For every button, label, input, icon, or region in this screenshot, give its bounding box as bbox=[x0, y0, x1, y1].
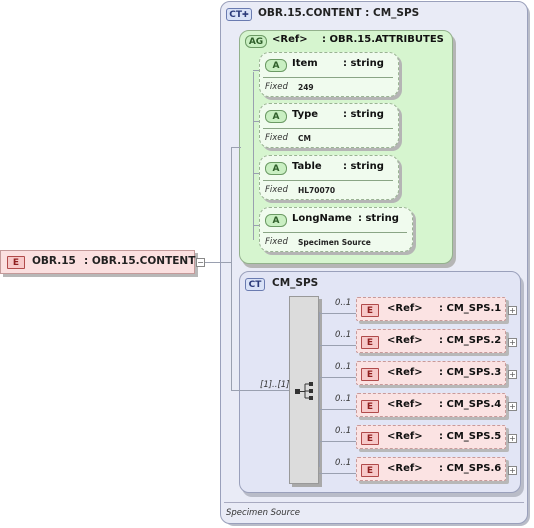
attribute-group-ref: <Ref> bbox=[272, 34, 308, 45]
attribute-divider bbox=[263, 180, 393, 181]
child-element[interactable]: E <Ref> : CM_SPS.3 bbox=[356, 361, 506, 385]
attribute-fixed-label: Fixed bbox=[265, 82, 288, 92]
documentation-text: Specimen Source bbox=[226, 508, 301, 518]
child-occurrence: 0..1 bbox=[335, 298, 352, 308]
child-element-ref: <Ref> bbox=[387, 431, 423, 442]
attribute-fixed-label: Fixed bbox=[265, 133, 288, 143]
child-connector bbox=[319, 409, 356, 410]
child-expand-toggle[interactable]: + bbox=[508, 402, 517, 411]
child-element-ref: <Ref> bbox=[387, 335, 423, 346]
child-element-type: : CM_SPS.5 bbox=[439, 431, 502, 442]
attribute-divider bbox=[263, 232, 407, 233]
attribute-box[interactable]: A Item : string Fixed 249 bbox=[259, 52, 399, 97]
attribute-badge: A bbox=[265, 59, 287, 72]
child-element[interactable]: E <Ref> : CM_SPS.4 bbox=[356, 393, 506, 417]
child-connector bbox=[319, 473, 356, 474]
child-element-badge: E bbox=[361, 368, 379, 381]
attribute-box[interactable]: A Type : string Fixed CM bbox=[259, 103, 399, 148]
attribute-fixed-value: 249 bbox=[298, 83, 314, 92]
root-element-badge: E bbox=[7, 256, 25, 269]
attribute-type: : string bbox=[343, 58, 384, 69]
child-element-ref: <Ref> bbox=[387, 463, 423, 474]
sequence-occurrence: [1]..[1] bbox=[260, 380, 290, 390]
connector-trunk bbox=[231, 147, 232, 391]
child-element-badge: E bbox=[361, 336, 379, 349]
child-connector bbox=[319, 313, 356, 314]
attribute-name: LongName bbox=[292, 213, 352, 224]
connector-to-sequence bbox=[231, 390, 289, 391]
attribute-fixed-value: HL70070 bbox=[298, 186, 336, 195]
attr-connector bbox=[253, 70, 259, 71]
child-connector bbox=[319, 345, 356, 346]
attribute-name: Item bbox=[292, 58, 318, 69]
child-element-type: : CM_SPS.6 bbox=[439, 463, 502, 474]
attribute-fixed-label: Fixed bbox=[265, 237, 288, 247]
attribute-box[interactable]: A LongName : string Fixed Specimen Sourc… bbox=[259, 207, 413, 252]
child-element-ref: <Ref> bbox=[387, 399, 423, 410]
attribute-type: : string bbox=[358, 213, 399, 224]
attribute-type: : string bbox=[343, 161, 384, 172]
inner-type-badge: CT bbox=[245, 278, 265, 291]
root-element[interactable] bbox=[0, 250, 195, 274]
child-expand-toggle[interactable]: + bbox=[508, 370, 517, 379]
child-element[interactable]: E <Ref> : CM_SPS.2 bbox=[356, 329, 506, 353]
child-element-type: : CM_SPS.2 bbox=[439, 335, 502, 346]
child-element-badge: E bbox=[361, 400, 379, 413]
child-element[interactable]: E <Ref> : CM_SPS.6 bbox=[356, 457, 506, 481]
documentation-divider bbox=[224, 502, 524, 503]
child-element-type: : CM_SPS.4 bbox=[439, 399, 502, 410]
complex-type-title: OBR.15.CONTENT : CM_SPS bbox=[258, 7, 420, 19]
attribute-badge: A bbox=[265, 214, 287, 227]
child-element-badge: E bbox=[361, 464, 379, 477]
child-occurrence: 0..1 bbox=[335, 426, 352, 436]
child-element-ref: <Ref> bbox=[387, 367, 423, 378]
attribute-box[interactable]: A Table : string Fixed HL70070 bbox=[259, 155, 399, 200]
attribute-type: : string bbox=[343, 109, 384, 120]
connector-root bbox=[205, 262, 231, 263]
attribute-group-badge: AG bbox=[245, 35, 267, 48]
attr-connector bbox=[253, 121, 259, 122]
attr-connector bbox=[253, 173, 259, 174]
child-occurrence: 0..1 bbox=[335, 394, 352, 404]
child-element-type: : CM_SPS.1 bbox=[439, 303, 502, 314]
attribute-group-type: : OBR.15.ATTRIBUTES bbox=[322, 34, 444, 45]
child-occurrence: 0..1 bbox=[335, 362, 352, 372]
child-expand-toggle[interactable]: + bbox=[508, 306, 517, 315]
child-element[interactable]: E <Ref> : CM_SPS.5 bbox=[356, 425, 506, 449]
child-occurrence: 0..1 bbox=[335, 458, 352, 468]
child-element-badge: E bbox=[361, 304, 379, 317]
child-connector bbox=[319, 441, 356, 442]
inner-type-name: CM_SPS bbox=[272, 277, 319, 289]
attribute-divider bbox=[263, 128, 393, 129]
child-occurrence: 0..1 bbox=[335, 330, 352, 340]
child-connector-trunk bbox=[319, 312, 320, 467]
child-expand-toggle[interactable]: + bbox=[508, 338, 517, 347]
attribute-fixed-value: Specimen Source bbox=[298, 238, 371, 247]
child-element[interactable]: E <Ref> : CM_SPS.1 bbox=[356, 297, 506, 321]
attribute-name: Type bbox=[292, 109, 319, 120]
attr-connector-trunk bbox=[253, 72, 254, 240]
attribute-name: Table bbox=[292, 161, 322, 172]
child-connector bbox=[319, 377, 356, 378]
connector-to-attrgroup bbox=[231, 147, 241, 148]
root-collapse-toggle[interactable]: − bbox=[196, 258, 205, 267]
child-element-ref: <Ref> bbox=[387, 303, 423, 314]
child-element-type: : CM_SPS.3 bbox=[439, 367, 502, 378]
attribute-fixed-label: Fixed bbox=[265, 185, 288, 195]
sequence-icon bbox=[295, 382, 313, 400]
root-element-type: : OBR.15.CONTENT bbox=[84, 255, 196, 267]
attribute-badge: A bbox=[265, 110, 287, 123]
child-expand-toggle[interactable]: + bbox=[508, 466, 517, 475]
child-element-badge: E bbox=[361, 432, 379, 445]
complex-type-badge: CT✚ bbox=[226, 8, 252, 21]
attribute-badge: A bbox=[265, 162, 287, 175]
sequence-compositor[interactable] bbox=[289, 296, 319, 484]
attr-connector bbox=[253, 225, 259, 226]
root-element-name: OBR.15 bbox=[32, 255, 76, 267]
child-expand-toggle[interactable]: + bbox=[508, 434, 517, 443]
attribute-fixed-value: CM bbox=[298, 134, 311, 143]
attribute-divider bbox=[263, 77, 393, 78]
